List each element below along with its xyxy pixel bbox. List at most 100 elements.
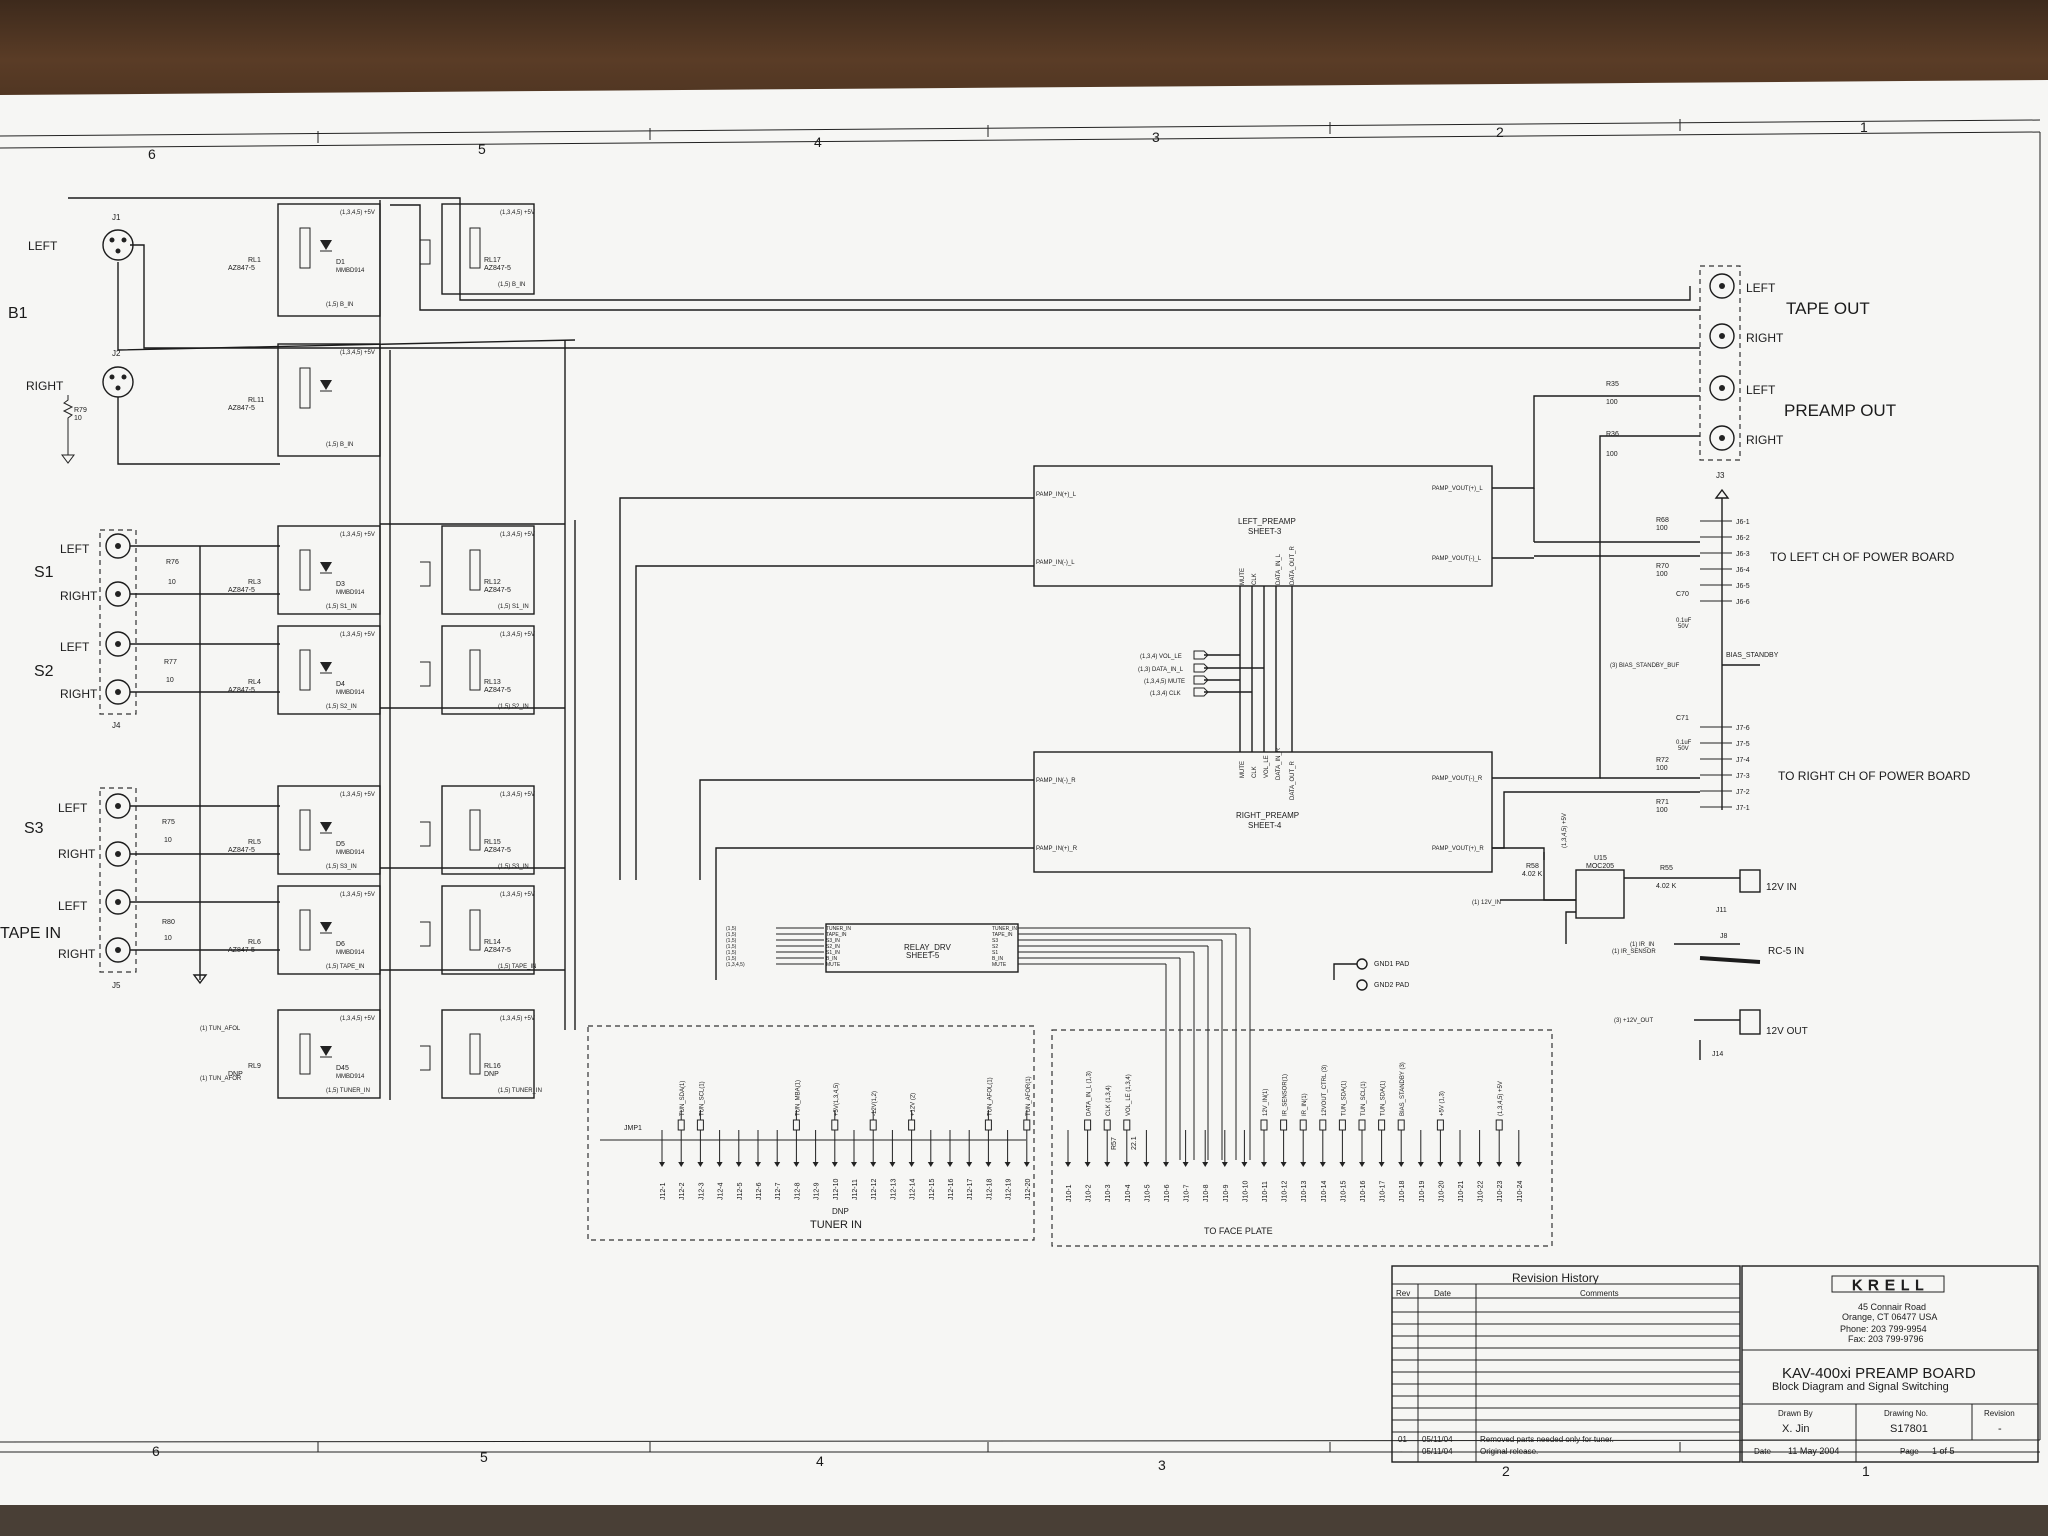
j6-pin: J6-4 bbox=[1736, 567, 1750, 574]
r77-value: 10 bbox=[166, 677, 174, 684]
zone-labels-top: 6 5 4 3 2 1 bbox=[148, 119, 1868, 162]
s3-right-label: RIGHT bbox=[58, 847, 96, 861]
j10-pin: J10-20 bbox=[1438, 1180, 1445, 1202]
j12-pin: J12-20 bbox=[1025, 1178, 1032, 1200]
j10-pin: J10-11 bbox=[1262, 1181, 1269, 1202]
j8-label: J8 bbox=[1720, 933, 1728, 940]
r76-label: R76 bbox=[166, 559, 179, 566]
revision-history: Revision History Rev Date Comments 01 05… bbox=[1391, 1265, 1741, 1463]
krell-logo: KRELL bbox=[1852, 1277, 1930, 1294]
diode-part: MMBD914 bbox=[336, 590, 365, 596]
j3-label: J3 bbox=[1716, 471, 1725, 480]
j12-pin: J12-7 bbox=[775, 1182, 782, 1200]
j12-net: +12V (2) bbox=[911, 1093, 917, 1116]
ir-in-net: (1) IR_IN bbox=[1630, 942, 1654, 948]
zone-label: 5 bbox=[480, 1449, 488, 1465]
drv-output-pin: TAPE_IN bbox=[992, 932, 1013, 938]
face-plate-title: TO FACE PLATE bbox=[1204, 1226, 1273, 1236]
j12-net: +5V(1,3,4,5) bbox=[834, 1083, 840, 1116]
page-value: 1 of 5 bbox=[1932, 1446, 1955, 1456]
relay-part: AZ847-5 bbox=[484, 687, 511, 694]
j12-net: TUN_AFOR(1) bbox=[1026, 1076, 1032, 1116]
drawing-frame bbox=[0, 119, 2041, 1453]
gnd-pads: GND1 PAD GND2 PAD bbox=[1333, 958, 1409, 991]
j10-pin: J10-9 bbox=[1223, 1184, 1230, 1202]
relay-supply-net: (1,3,4,5) +5V bbox=[340, 892, 375, 898]
b1-right-label: RIGHT bbox=[26, 379, 64, 393]
relay-supply-net: (1,3,4,5) +5V bbox=[500, 892, 535, 898]
relay-control-net: (1,5) S3_IN bbox=[498, 864, 529, 870]
s2-right-label: RIGHT bbox=[60, 687, 98, 701]
zone-label: 4 bbox=[816, 1453, 824, 1469]
j4-label: J4 bbox=[112, 721, 121, 730]
j10-pin: J10-21 bbox=[1458, 1180, 1465, 1202]
j7-pin: J7-5 bbox=[1736, 741, 1750, 748]
ctrl-net: (1,3) DATA_IN_L bbox=[1138, 667, 1184, 673]
relay-control-net: (1,5) S1_IN bbox=[326, 604, 357, 610]
date-value: 11 May 2004 bbox=[1788, 1446, 1839, 1456]
right-preamp-title: RIGHT_PREAMP bbox=[1236, 811, 1299, 820]
relay-supply-net: (1,3,4,5) +5V bbox=[340, 350, 375, 356]
tape-out-left: LEFT bbox=[1746, 281, 1776, 295]
drv-output-pin: S3 bbox=[992, 938, 998, 944]
j12-pin: J12-2 bbox=[679, 1182, 686, 1200]
r71-label: R71 bbox=[1656, 799, 1669, 806]
tape-in-label: TAPE IN bbox=[0, 925, 61, 942]
page-label: Page bbox=[1900, 1447, 1919, 1456]
s3-left-label: LEFT bbox=[58, 801, 88, 815]
right-preamp-pin: MUTE bbox=[1240, 761, 1246, 778]
zone-label: 6 bbox=[152, 1443, 160, 1459]
b1-left-label: LEFT bbox=[28, 239, 58, 253]
drv-net: (1,5) bbox=[726, 932, 737, 938]
j10-pin: J10-16 bbox=[1360, 1180, 1367, 1202]
left-preamp-in-neg: PAMP_IN(-)_L bbox=[1036, 560, 1075, 566]
relay-ref: RL14 bbox=[484, 939, 501, 946]
j12-pin: J12-17 bbox=[967, 1178, 974, 1200]
r71-value: 100 bbox=[1656, 807, 1668, 814]
b1-label: B1 bbox=[8, 305, 28, 322]
paper-shadow bbox=[0, 1505, 2048, 1536]
j10-pin: J10-6 bbox=[1164, 1184, 1171, 1202]
zone-label: 3 bbox=[1152, 129, 1160, 145]
j12-net: TUN_SDA(1) bbox=[680, 1081, 686, 1116]
r76-value: 10 bbox=[168, 579, 176, 586]
j10-pin: J10-15 bbox=[1340, 1180, 1347, 1202]
j10-net: (1,3,4,5) +5V bbox=[1498, 1081, 1504, 1116]
s2-label: S2 bbox=[34, 663, 54, 680]
j12-net: TUN_SCL(1) bbox=[699, 1081, 705, 1116]
j12-pin: J12-5 bbox=[737, 1182, 744, 1200]
j10-pin: J10-8 bbox=[1203, 1184, 1210, 1202]
tuner-in-dnp: DNP bbox=[832, 1207, 849, 1216]
j1-label: J1 bbox=[112, 213, 121, 222]
zone-label: 5 bbox=[478, 141, 486, 157]
title-phone: Phone: 203 799-9954 bbox=[1840, 1324, 1927, 1334]
relay-control-net: (1,5) S1_IN bbox=[498, 604, 529, 610]
relay-supply-net: (1,3,4,5) +5V bbox=[500, 210, 535, 216]
j6-pin: J6-1 bbox=[1736, 519, 1750, 526]
r55-label: R55 bbox=[1660, 865, 1673, 872]
tape-out-right: RIGHT bbox=[1746, 331, 1784, 345]
title-block: KRELL 45 Connair Road Orange, CT 06477 U… bbox=[1741, 1265, 2039, 1463]
j12-pin: J12-13 bbox=[890, 1178, 897, 1200]
diode-part: MMBD914 bbox=[336, 950, 365, 956]
revision-value: - bbox=[1998, 1423, 2002, 1435]
ir-sensor-net: (1) IR_SENSOR bbox=[1612, 949, 1656, 955]
power-board-right: TO RIGHT CH OF POWER BOARD J7-6J7-5J7-4J… bbox=[1656, 715, 1971, 814]
relay-ref: RL13 bbox=[484, 679, 501, 686]
r70-value: 100 bbox=[1656, 571, 1668, 578]
drv-output-pin: TUNER_IN bbox=[992, 926, 1017, 932]
12v-in-label: 12V IN bbox=[1766, 882, 1797, 893]
drawing-subtitle: Block Diagram and Signal Switching bbox=[1772, 1381, 1949, 1393]
bias-net: (3) BIAS_STANDBY_BUF bbox=[1610, 663, 1680, 669]
title-addr1: 45 Connair Road bbox=[1858, 1302, 1926, 1312]
drawing-no-value: S17801 bbox=[1890, 1423, 1928, 1435]
right-preamp-out-pos: PAMP_VOUT(+)_R bbox=[1432, 846, 1484, 852]
rc5-label: RC-5 IN bbox=[1768, 946, 1804, 957]
drv-input-pin: B_IN bbox=[826, 956, 838, 962]
drv-net: (1,5) bbox=[726, 944, 737, 950]
